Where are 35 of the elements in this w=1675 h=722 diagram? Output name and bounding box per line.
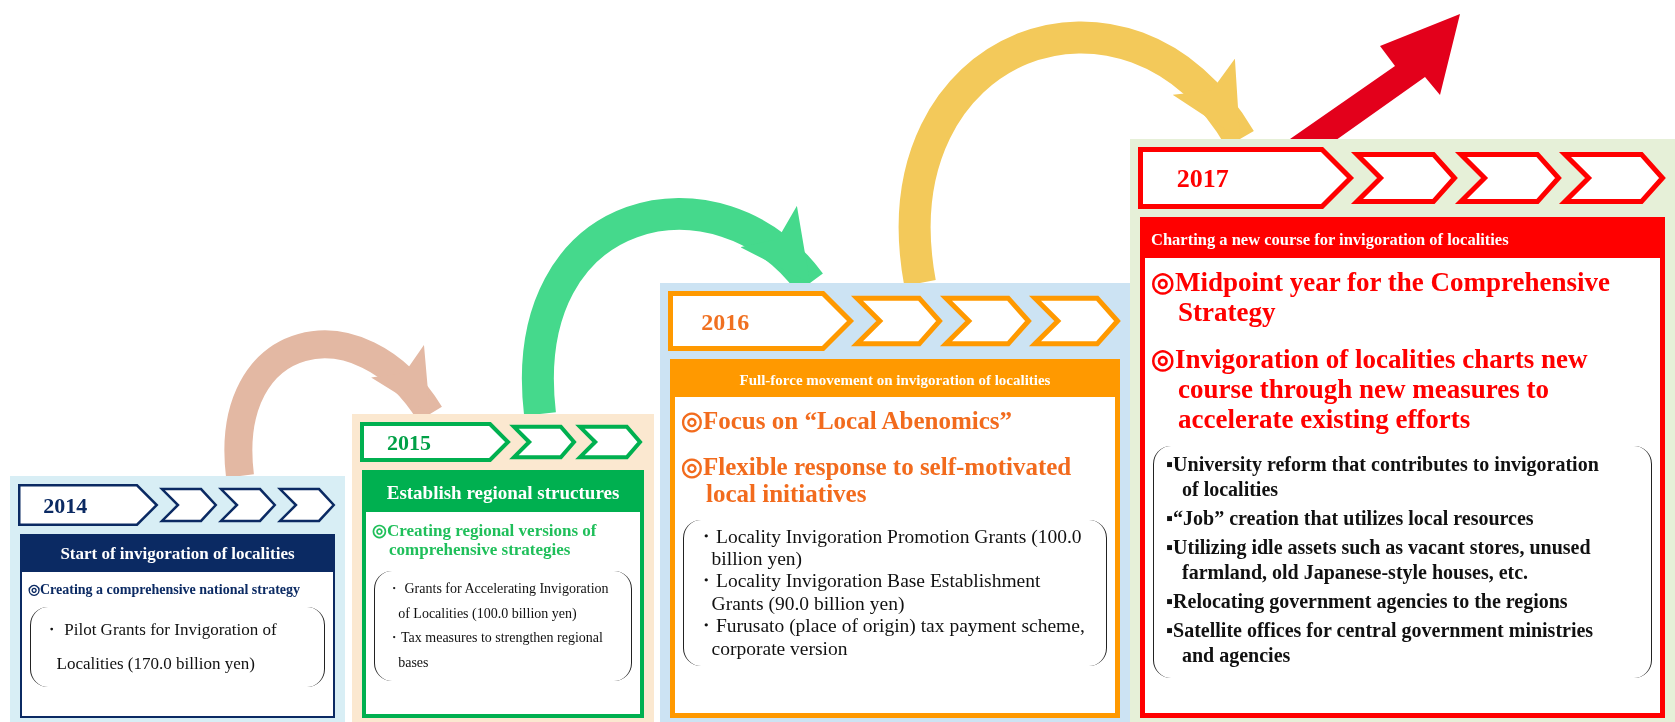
- key-point: ◎Focus on “Local Abenomics”: [681, 407, 1014, 435]
- list-item: ▪“Job” creation that utilizes local resources: [1166, 506, 1535, 532]
- stage-panel: [352, 414, 654, 722]
- card-heading: Charting a new course for invigoration of localities: [1145, 222, 1660, 258]
- key-point: ◎Midpoint year for the Comprehensive Strategy: [1151, 268, 1611, 328]
- list-item: ・ Pilot Grants for Invigoration of Localities (170.0 billion yen): [43, 619, 278, 676]
- stage-panel: [660, 283, 1130, 722]
- key-point: ◎Flexible response to self-motivated local initiatives: [681, 452, 1073, 508]
- year-label: 2016: [701, 310, 750, 335]
- list-item: ・Tax measures to strengthen regional bases: [387, 629, 604, 672]
- card-heading: Establish regional structures: [366, 474, 640, 512]
- list-item: ▪Satellite offices for central government ministries and agencies: [1166, 618, 1595, 669]
- stage-panel: [10, 476, 345, 722]
- key-point: ◎Invigoration of localities charts new course through new measures to accelerate existing efforts: [1151, 345, 1589, 435]
- card-heading: Start of invigoration of localities: [22, 536, 333, 572]
- stage-card: [362, 470, 644, 718]
- curved-arrow: [898, 22, 1253, 285]
- list-item: ▪Relocating government agencies to the regions: [1166, 589, 1569, 615]
- year-label: 2017: [1176, 166, 1229, 193]
- list-item: ・ Grants for Accelerating Invigoration of Localities (100.0 billion yen): [387, 580, 610, 623]
- stage-card: [1140, 217, 1665, 718]
- list-item: ・Locality Invigoration Promotion Grants (100.0 billion yen): [696, 525, 1083, 571]
- list-item: ▪Utilizing idle assets such as vacant stores, unused farmland, old Japanese-style houses, etc.: [1166, 535, 1592, 586]
- key-point: ◎Creating regional versions of comprehensive strategies: [372, 522, 598, 560]
- year-label: 2015: [387, 432, 431, 455]
- curved-arrow: [522, 198, 822, 415]
- list-item: ・Locality Invigoration Base Establishment Grants (90.0 billion yen): [696, 570, 1042, 616]
- card-heading: Full-force movement on invigoration of localities: [675, 364, 1115, 397]
- stage-card: [670, 359, 1120, 718]
- stage-card: [20, 534, 335, 718]
- list-item: ・Furusato (place of origin) tax payment scheme, corporate version: [696, 615, 1086, 661]
- year-label: 2014: [43, 495, 88, 518]
- key-point: ◎Creating a comprehensive national strategy: [28, 582, 301, 598]
- list-item: ▪University reform that contributes to invigoration of localities: [1166, 452, 1600, 503]
- stage-panel: [1130, 139, 1675, 722]
